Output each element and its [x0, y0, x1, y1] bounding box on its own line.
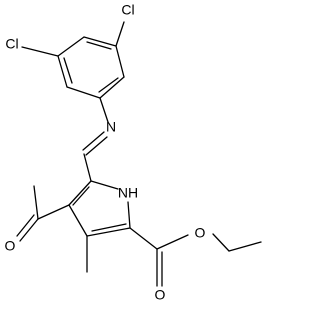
- bond-c2-c3: [83, 36, 117, 47]
- bond-acyl-o: [19, 218, 39, 242]
- atom-acetyl-o: O: [5, 238, 16, 254]
- bond-c2p-ester-c: [129, 227, 158, 250]
- atom-ester-carbonyl-o: O: [155, 287, 166, 303]
- bond-n1p-c5p: [90, 180, 119, 190]
- atom-ester-o: O: [195, 225, 206, 241]
- bond-c5p-c4p-inner: [72, 186, 90, 206]
- molecule-diagram: Cl Cl N NH O O O: [5, 2, 262, 303]
- atom-cl-left: Cl: [5, 36, 18, 52]
- bond-acyl-methyl: [33, 185, 39, 220]
- bond-c3p-c2p-inner: [91, 223, 127, 232]
- atom-cl-top: Cl: [121, 2, 134, 18]
- bond-c1-cl: [21, 46, 59, 57]
- atom-imine-n: N: [106, 119, 116, 135]
- bond-c3-c4: [115, 45, 125, 78]
- bond-ester-o-ch2: [212, 233, 230, 252]
- bond-c4p-c3p: [68, 204, 88, 237]
- bond-c6-c1-inner: [63, 57, 73, 84]
- bond-c5-n: [99, 97, 109, 123]
- bond-ester-c-o: [156, 234, 189, 250]
- bond-c4-c5-inner: [98, 77, 119, 93]
- bond-c5-c6: [66, 86, 101, 99]
- bond-c1-c2: [57, 36, 85, 57]
- bond-c3-cl: [115, 21, 125, 47]
- atom-ring-nh: NH: [118, 185, 138, 201]
- bond-c2-c3-inner: [86, 41, 112, 50]
- bond-c6-c1: [57, 55, 68, 88]
- bond-c3p-c2p: [86, 227, 131, 237]
- bond-ch-c5p: [83, 153, 92, 182]
- bond-c2p-n1p: [127, 201, 131, 229]
- bond-c5p-c4p: [68, 180, 92, 206]
- bond-ch2-ch3: [228, 241, 262, 252]
- structure-drawing: Cl Cl N NH O O O: [5, 2, 262, 303]
- bond-n-ch-double: [85, 136, 108, 156]
- bond-acyl-o-double: [16, 214, 35, 237]
- bond-c4-c5: [99, 76, 125, 99]
- bond-c4p-acyl: [37, 204, 70, 220]
- bond-n-ch: [82, 131, 105, 151]
